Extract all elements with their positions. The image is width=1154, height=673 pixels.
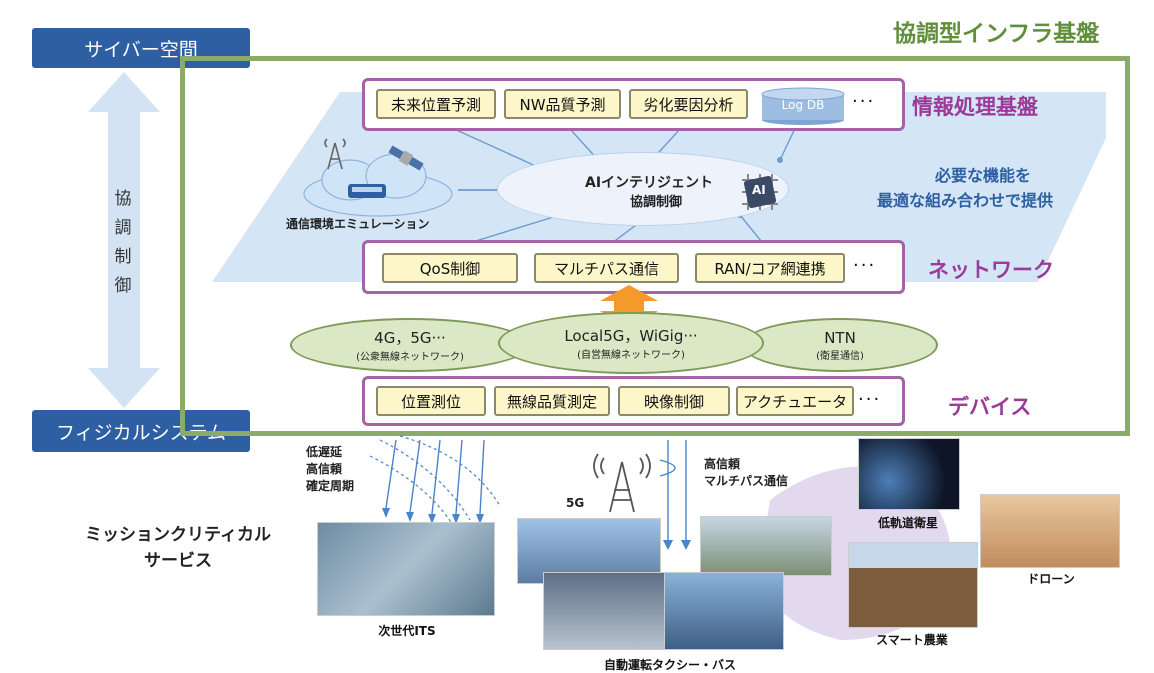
right-note-line2: 最適な組み合わせで提供 xyxy=(877,191,1054,210)
coordination-arrow xyxy=(88,72,160,408)
agri-photo xyxy=(848,542,978,628)
network-layer-label: ネットワーク xyxy=(928,258,1054,282)
ai-chip-label: AI xyxy=(752,183,766,197)
caption-its: 次世代ITS xyxy=(378,624,436,638)
cloud-icon xyxy=(303,153,453,217)
caption-agri: スマート農業 xyxy=(876,633,948,647)
network-private-name: Local5G，WiGig··· xyxy=(564,327,698,345)
antenna-icon xyxy=(324,138,346,170)
network-ntn-sub: (衛星通信) xyxy=(816,350,864,362)
bus-photo xyxy=(664,572,784,650)
network-private-sub: (自営無線ネットワーク) xyxy=(577,350,685,361)
cyber-space-label: サイバー空間 xyxy=(32,28,250,68)
device-box-actuator: アクチュエータ xyxy=(736,386,854,416)
info-more-dots: ··· xyxy=(852,91,876,112)
info-box-degradation: 劣化要因分析 xyxy=(629,89,748,119)
info-layer-label: 情報処理基盤 xyxy=(912,95,1038,119)
fiveg-label: 5G xyxy=(566,496,585,510)
log-db-label: Log DB xyxy=(781,98,825,112)
network-box-multipath: マルチパス通信 xyxy=(534,253,679,283)
infra-frame xyxy=(180,56,1130,436)
coordination-vertical-text: 協 調 制 御 xyxy=(114,189,132,296)
device-layer-label: デバイス xyxy=(948,395,1032,419)
device-box-positioning: 位置測位 xyxy=(376,386,486,416)
network-private-ellipse: Local5G，WiGig··· (自営無線ネットワーク) xyxy=(498,312,764,374)
info-box-future-position: 未来位置予測 xyxy=(376,89,496,119)
caption-taxi: 自動運転タクシー・バス xyxy=(603,658,736,672)
network-box-ran-core: RAN/コア網連携 xyxy=(695,253,845,283)
info-box-nw-quality: NW品質予測 xyxy=(504,89,621,119)
ai-coordination-ellipse xyxy=(497,152,789,226)
network-ntn-ellipse: NTN (衛星通信) xyxy=(742,318,938,372)
network-public-sub: (公衆無線ネットワーク) xyxy=(356,352,464,363)
caption-satellite: 低軌道衛星 xyxy=(877,516,938,530)
log-db-icon xyxy=(761,87,845,125)
mission-critical-label: ミッションクリティカルサービス xyxy=(85,525,271,571)
page-title: 協調型インフラ基盤 xyxy=(893,21,1100,47)
network-box-qos: QoS制御 xyxy=(382,253,518,283)
highway-photo xyxy=(700,516,832,576)
drone-photo xyxy=(980,494,1120,568)
car-photo xyxy=(543,572,665,650)
network-more-dots: ··· xyxy=(853,255,877,276)
device-box-video-control: 映像制御 xyxy=(618,386,730,416)
ai-center-line1: AIインテリジェント xyxy=(585,175,714,191)
device-more-dots: ··· xyxy=(858,389,882,410)
ai-chip-icon xyxy=(742,174,778,210)
caption-drone: ドローン xyxy=(1027,572,1075,586)
satellite-icon xyxy=(388,145,424,171)
right-note-line1: 必要な機能を xyxy=(935,166,1032,185)
network-public-ellipse: 4G，5G··· (公衆無線ネットワーク) xyxy=(290,318,530,372)
its-photo xyxy=(317,522,495,616)
network-ntn-name: NTN xyxy=(824,328,856,347)
satellite-photo xyxy=(858,438,960,510)
emulation-label: 通信環境エミュレーション xyxy=(286,217,430,231)
network-public-name: 4G，5G··· xyxy=(374,329,446,347)
its-note: 低遅延高信頼確定周期 xyxy=(306,445,355,493)
ai-center-line2: 協調制御 xyxy=(630,195,683,210)
device-box-radio-quality: 無線品質測定 xyxy=(494,386,610,416)
multipath-note: 高信頼マルチパス通信 xyxy=(704,457,789,488)
